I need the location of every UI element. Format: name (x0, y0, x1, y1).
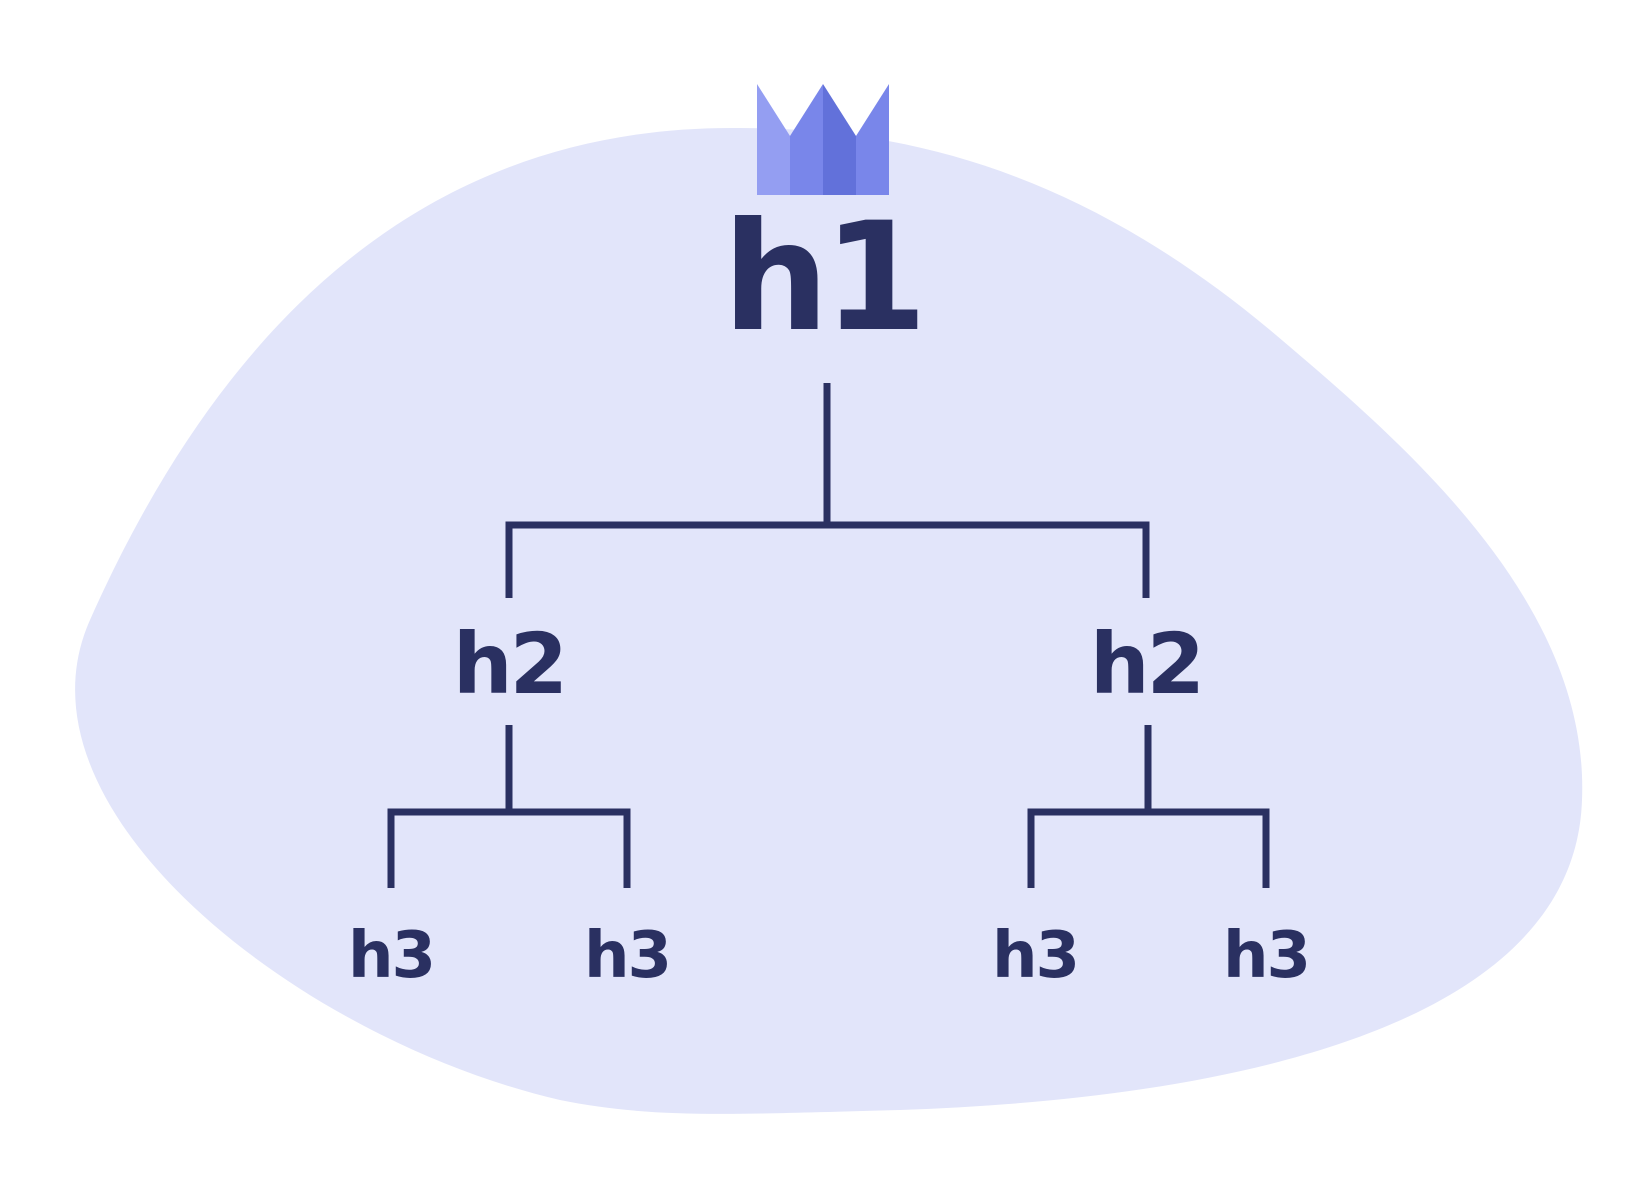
crown-segment-1 (757, 84, 790, 195)
crown-segment-2 (790, 84, 823, 195)
crown-segment-3 (823, 84, 856, 195)
background-blob (75, 127, 1583, 1114)
crown-segment-4 (856, 84, 889, 195)
node-h1: h1 (722, 191, 927, 365)
node-h3-4: h3 (1222, 919, 1311, 993)
node-h3-1: h3 (347, 919, 436, 993)
connector-h1-to-h2 (505, 383, 1150, 598)
node-h3-2: h3 (583, 919, 672, 993)
tree-connectors (387, 383, 1270, 888)
connector-h2-right-to-h3 (1027, 725, 1270, 888)
node-h2-left: h2 (452, 615, 568, 713)
connector-h2-left-to-h3 (387, 725, 631, 888)
node-h3-3: h3 (991, 919, 1080, 993)
crown-icon (757, 84, 889, 195)
node-h2-right: h2 (1089, 615, 1205, 713)
